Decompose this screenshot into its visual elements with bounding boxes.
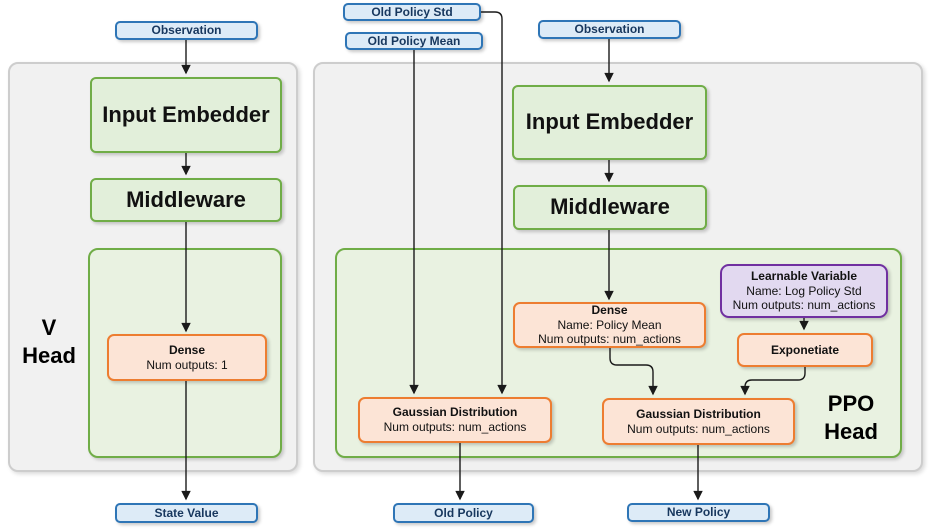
- state-value-node: State Value: [115, 503, 258, 523]
- learnable-variable-title: Learnable Variable: [750, 269, 858, 284]
- old-policy-node: Old Policy: [393, 503, 534, 523]
- old-policy-std-node: Old Policy Std: [343, 3, 481, 21]
- dense-v-node: Dense Num outputs: 1: [107, 334, 267, 381]
- input-embedder-right-label: Input Embedder: [525, 109, 694, 135]
- v-head-label-line1: V: [41, 315, 57, 340]
- gaussian-new-title: Gaussian Distribution: [636, 406, 761, 421]
- state-value-label: State Value: [154, 505, 219, 520]
- ppo-head-label-line2: Head: [824, 419, 878, 444]
- gaussian-old-title: Gaussian Distribution: [392, 405, 518, 420]
- observation-left-node: Observation: [115, 21, 258, 40]
- exponetiate-node: Exponetiate: [737, 333, 873, 367]
- gaussian-distribution-new-node: Gaussian Distribution Num outputs: num_a…: [602, 398, 795, 445]
- old-policy-mean-label: Old Policy Mean: [367, 33, 461, 48]
- middleware-left-node: Middleware: [90, 178, 282, 222]
- v-head-label: V Head: [10, 314, 88, 370]
- old-policy-std-label: Old Policy Std: [371, 4, 453, 19]
- middleware-right-label: Middleware: [550, 194, 670, 220]
- dense-policy-mean-name: Name: Policy Mean: [557, 317, 662, 332]
- dense-policy-mean-node: Dense Name: Policy Mean Num outputs: num…: [513, 302, 706, 348]
- dense-policy-mean-title: Dense: [591, 303, 628, 318]
- middleware-left-label: Middleware: [126, 186, 246, 212]
- old-policy-mean-node: Old Policy Mean: [345, 32, 483, 50]
- ppo-head-label-line1: PPO: [827, 391, 875, 416]
- new-policy-label: New Policy: [666, 505, 731, 520]
- new-policy-node: New Policy: [627, 503, 770, 522]
- input-embedder-left-label: Input Embedder: [102, 101, 270, 127]
- learnable-variable-node: Learnable Variable Name: Log Policy Std …: [720, 264, 888, 318]
- learnable-variable-name: Name: Log Policy Std: [746, 283, 862, 298]
- input-embedder-right-node: Input Embedder: [512, 85, 707, 160]
- gaussian-distribution-old-node: Gaussian Distribution Num outputs: num_a…: [358, 397, 552, 443]
- dense-v-title: Dense: [168, 342, 206, 357]
- dense-v-outputs: Num outputs: 1: [146, 357, 228, 372]
- dense-policy-mean-outputs: Num outputs: num_actions: [538, 332, 681, 347]
- ppo-head-label: PPO Head: [798, 390, 904, 446]
- input-embedder-left-node: Input Embedder: [90, 77, 282, 153]
- old-policy-label: Old Policy: [434, 505, 493, 520]
- gaussian-old-outputs: Num outputs: num_actions: [383, 420, 527, 434]
- learnable-variable-outputs: Num outputs: num_actions: [732, 298, 876, 313]
- gaussian-new-outputs: Num outputs: num_actions: [627, 421, 770, 436]
- middleware-right-node: Middleware: [513, 185, 707, 230]
- observation-left-label: Observation: [151, 23, 222, 38]
- v-head-label-line2: Head: [22, 343, 76, 368]
- observation-right-node: Observation: [538, 20, 681, 39]
- observation-right-label: Observation: [574, 22, 645, 37]
- exponetiate-label: Exponetiate: [770, 342, 839, 357]
